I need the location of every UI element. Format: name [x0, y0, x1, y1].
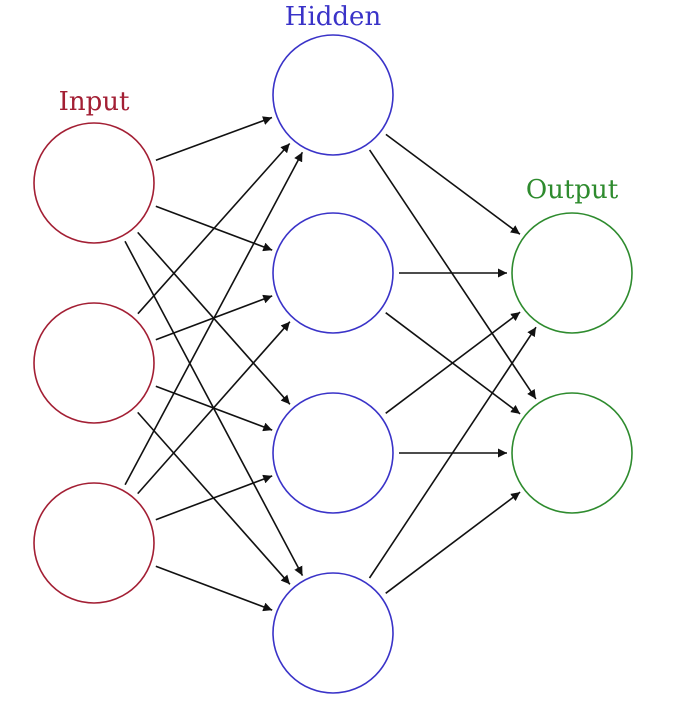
edge-hidden-4-to-output-1 [368, 326, 537, 579]
input-node-1 [33, 122, 155, 244]
output-node-2 [511, 392, 633, 514]
input-layer-label: Input [59, 87, 130, 117]
edge-hidden-1-to-output-2 [368, 149, 537, 400]
hidden-node-3 [272, 392, 394, 514]
connections [124, 116, 537, 612]
edge-hidden-1-to-output-1 [385, 133, 521, 235]
edge-input-2-to-hidden-1 [137, 142, 291, 315]
hidden-node-2 [272, 212, 394, 334]
hidden-layer-label: Hidden [285, 2, 382, 32]
input-node-2 [33, 302, 155, 424]
output-node-1 [511, 212, 633, 334]
neurons [33, 34, 633, 694]
edge-input-3-to-hidden-3 [155, 474, 273, 521]
output-layer-label: Output [526, 175, 619, 205]
hidden-node-4 [272, 572, 394, 694]
edge-input-3-to-hidden-2 [137, 321, 291, 495]
input-node-3 [33, 482, 155, 604]
edge-hidden-3-to-output-1 [385, 311, 521, 414]
edge-hidden-4-to-output-2 [385, 491, 521, 594]
edge-input-3-to-hidden-4 [155, 565, 273, 612]
edge-input-3-to-hidden-1 [124, 151, 304, 486]
hidden-node-1 [272, 34, 394, 156]
edge-input-1-to-hidden-1 [155, 116, 273, 161]
